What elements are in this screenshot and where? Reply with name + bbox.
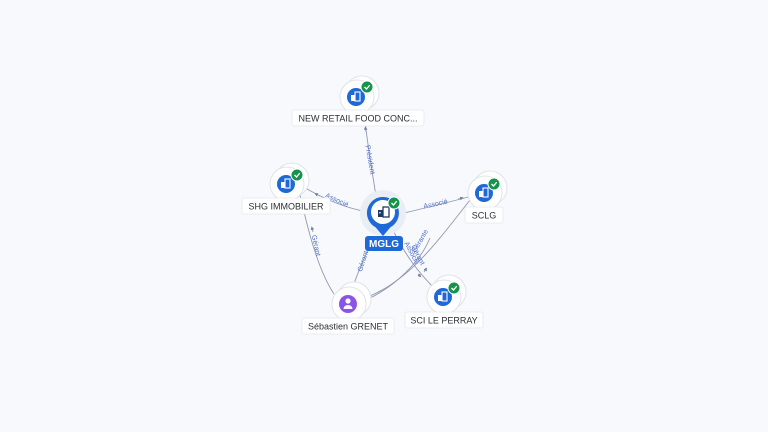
node-sebastien-grenet[interactable]: Sébastien GRENET	[301, 281, 395, 335]
verified-check-icon	[387, 196, 401, 210]
edge-label-president: Président	[363, 145, 375, 175]
node-label-shg: SHG IMMOBILIER	[248, 202, 324, 212]
edge-sebastien-sci-perray[interactable]	[365, 237, 431, 301]
building-icon	[479, 187, 489, 198]
verified-check-icon	[290, 168, 304, 182]
node-label-sci-perray: SCI LE PERRAY	[410, 316, 477, 326]
node-label-new-retail: NEW RETAIL FOOD CONC...	[298, 114, 417, 124]
building-icon	[438, 291, 448, 302]
node-sclg[interactable]: SCLG	[464, 170, 508, 224]
edge-mglg-sci-perray[interactable]	[391, 227, 437, 291]
verified-check-icon	[360, 80, 374, 94]
edge-label-associe-sclg: Associé	[423, 199, 449, 211]
edge-label-gerante-sclg: Gérante	[411, 228, 430, 253]
verified-check-icon	[487, 177, 501, 191]
center-label: MGLG	[369, 239, 399, 250]
building-icon	[281, 178, 291, 189]
verified-check-icon	[447, 281, 461, 295]
edge-label-gerant-mglg: Gérant	[357, 250, 370, 273]
node-label-sclg: SCLG	[472, 211, 497, 221]
person-icon	[343, 298, 353, 309]
node-shg-immobilier[interactable]: SHG IMMOBILIER	[241, 162, 331, 215]
edge-mglg-sclg[interactable]	[399, 195, 473, 215]
node-sci-le-perray[interactable]: SCI LE PERRAY	[404, 274, 484, 329]
edge-label-gerant-shg: Gérant	[310, 234, 321, 256]
node-new-retail[interactable]: NEW RETAIL FOOD CONC...	[291, 75, 425, 127]
node-label-sebastien: Sébastien GRENET	[308, 322, 389, 332]
center-node-mglg[interactable]: MGLG	[360, 190, 406, 251]
building-icon	[378, 206, 390, 218]
center-label-badge	[365, 236, 403, 251]
edge-sebastien-sclg[interactable]	[369, 199, 471, 297]
building-icon	[351, 91, 361, 102]
